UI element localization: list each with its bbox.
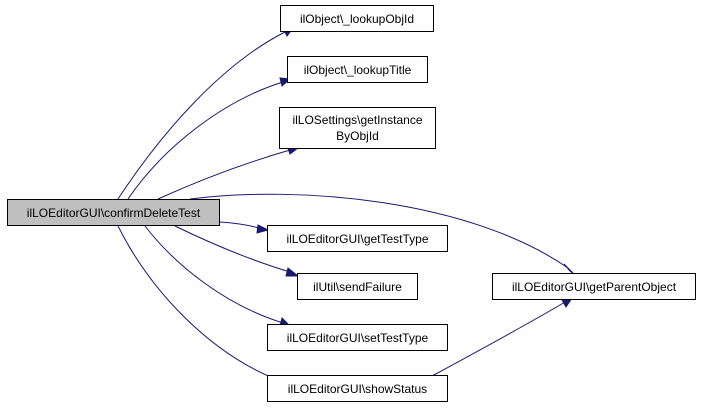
edge-root-showStatus	[117, 225, 284, 383]
node-box	[280, 5, 434, 32]
node-box	[287, 56, 428, 83]
node-label-line2: ByObjId	[336, 129, 379, 143]
edge-root-lookupObjId	[117, 31, 286, 200]
node-setTestType[interactable]: ilLOEditorGUI\setTestType	[267, 324, 448, 351]
node-showStatus[interactable]: ilLOEditorGUI\showStatus	[267, 375, 448, 402]
node-label: ilObject\_lookupTitle	[304, 63, 412, 77]
edge-root-setTestType	[144, 225, 284, 324]
node-label: ilLOEditorGUI\showStatus	[288, 382, 427, 396]
node-box	[267, 225, 448, 252]
node-sendFailure[interactable]: ilUtil\sendFailure	[297, 273, 418, 300]
node-label: ilUtil\sendFailure	[313, 280, 402, 294]
edge-root-getParentObject	[189, 193, 569, 269]
node-getParentObject[interactable]: ilLOEditorGUI\getParentObject	[492, 273, 696, 300]
node-label: ilLOEditorGUI\getParentObject	[512, 280, 677, 294]
node-box	[267, 324, 448, 351]
node-lookupObjId[interactable]: ilObject\_lookupObjId	[280, 5, 434, 32]
edge-root-getTestType	[219, 221, 260, 229]
node-label: ilLOEditorGUI\confirmDeleteTest	[27, 206, 201, 220]
node-label: ilLOEditorGUI\setTestType	[287, 331, 429, 345]
edge-showStatus-getParentObject	[431, 301, 566, 377]
node-label: ilObject\_lookupObjId	[300, 12, 414, 26]
node-root[interactable]: ilLOEditorGUI\confirmDeleteTest	[7, 199, 220, 226]
node-box	[492, 273, 696, 300]
node-box	[7, 199, 220, 226]
node-label: ilLOEditorGUI\getTestType	[286, 232, 428, 246]
node-box	[297, 273, 418, 300]
edge-arrowhead	[285, 267, 300, 277]
node-lookupTitle[interactable]: ilObject\_lookupTitle	[287, 56, 428, 83]
node-box	[279, 107, 436, 149]
node-getInstanceByObjId[interactable]: ilLOSettings\getInstance ByObjId	[279, 107, 436, 149]
edge-arrowhead	[256, 224, 270, 234]
node-label: ilLOSettings\getInstance	[292, 113, 422, 127]
edge-root-sendFailure	[174, 225, 291, 273]
edge-root-getInstanceByObjId	[157, 149, 291, 200]
edge-root-lookupTitle	[127, 81, 284, 200]
node-getTestType[interactable]: ilLOEditorGUI\getTestType	[267, 225, 448, 252]
node-box	[267, 375, 448, 402]
